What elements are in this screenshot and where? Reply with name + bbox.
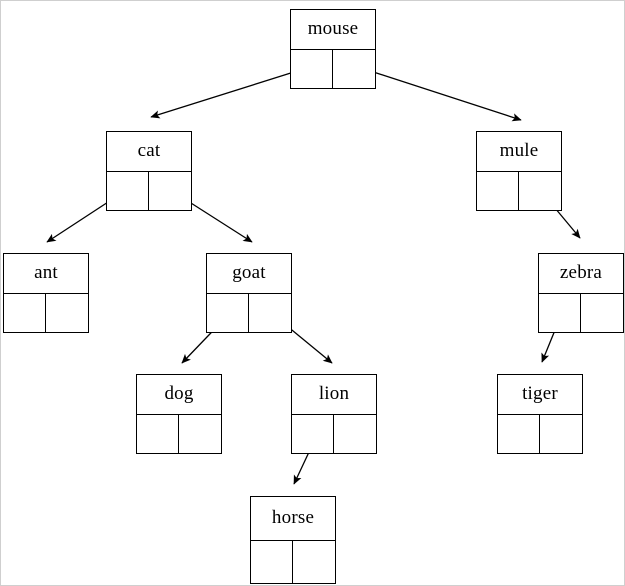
right-pointer-cell xyxy=(46,294,88,332)
tree-edge-mouse-cat xyxy=(150,65,314,119)
left-pointer-cell xyxy=(291,50,333,88)
tree-node-mule[interactable]: mule xyxy=(476,131,562,211)
tree-node-lion[interactable]: lion xyxy=(291,374,377,454)
left-pointer-cell xyxy=(539,294,581,332)
tree-node-horse[interactable]: horse xyxy=(250,496,336,584)
tree-node-pointer-row xyxy=(107,171,191,210)
right-pointer-cell xyxy=(333,50,375,88)
tree-node-pointer-row xyxy=(251,540,335,583)
left-pointer-cell xyxy=(107,172,149,210)
left-pointer-cell xyxy=(251,541,293,583)
left-pointer-cell xyxy=(477,172,519,210)
left-pointer-cell xyxy=(137,415,179,453)
tree-node-tiger[interactable]: tiger xyxy=(497,374,583,454)
tree-node-pointer-row xyxy=(477,171,561,210)
right-pointer-cell xyxy=(334,415,376,453)
tree-node-pointer-row xyxy=(4,293,88,332)
tree-node-label: horse xyxy=(271,507,315,528)
tree-node-goat[interactable]: goat xyxy=(206,253,292,333)
tree-node-label: zebra xyxy=(559,262,603,283)
tree-edge-mouse-mule xyxy=(354,65,522,122)
tree-node-mouse[interactable]: mouse xyxy=(290,9,376,89)
right-pointer-cell xyxy=(179,415,221,453)
right-pointer-cell xyxy=(519,172,561,210)
right-pointer-cell xyxy=(293,541,335,583)
right-pointer-cell xyxy=(581,294,623,332)
tree-node-ant[interactable]: ant xyxy=(3,253,89,333)
tree-node-pointer-row xyxy=(207,293,291,332)
tree-node-label: dog xyxy=(164,383,194,404)
tree-node-dog[interactable]: dog xyxy=(136,374,222,454)
tree-node-pointer-row xyxy=(137,414,221,453)
left-pointer-cell xyxy=(292,415,334,453)
tree-node-pointer-row xyxy=(291,49,375,88)
right-pointer-cell xyxy=(249,294,291,332)
tree-node-label: mouse xyxy=(307,18,359,39)
tree-node-pointer-row xyxy=(498,414,582,453)
left-pointer-cell xyxy=(4,294,46,332)
tree-node-pointer-row xyxy=(292,414,376,453)
tree-node-label: tiger xyxy=(522,383,558,404)
tree-node-cat[interactable]: cat xyxy=(106,131,192,211)
right-pointer-cell xyxy=(149,172,191,210)
tree-node-pointer-row xyxy=(539,293,623,332)
left-pointer-cell xyxy=(498,415,540,453)
tree-node-label: lion xyxy=(318,383,350,404)
tree-node-zebra[interactable]: zebra xyxy=(538,253,624,333)
tree-node-label: cat xyxy=(137,140,161,161)
tree-node-label: goat xyxy=(232,262,266,283)
left-pointer-cell xyxy=(207,294,249,332)
right-pointer-cell xyxy=(540,415,582,453)
tree-node-label: mule xyxy=(499,140,539,161)
tree-node-label: ant xyxy=(34,262,58,283)
